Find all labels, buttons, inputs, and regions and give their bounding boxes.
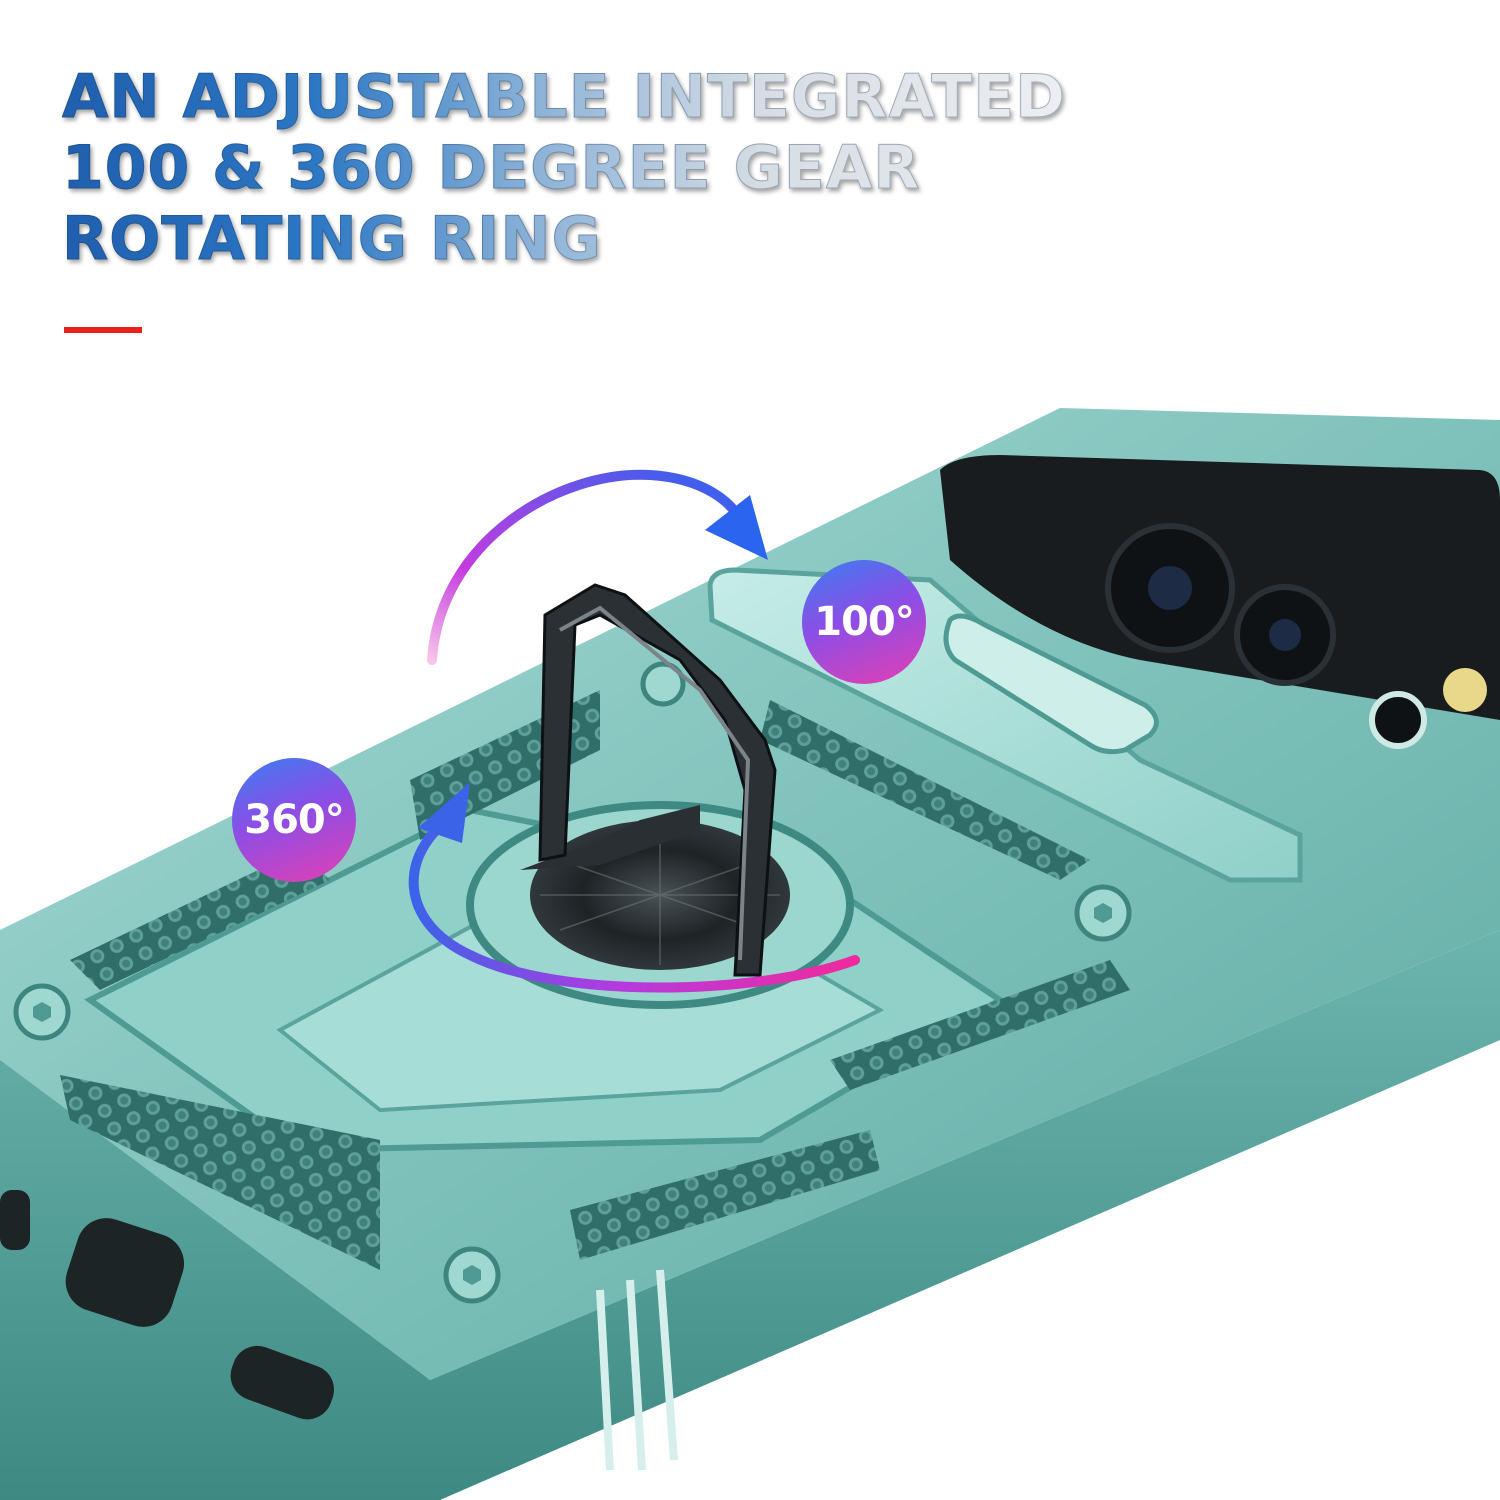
rotation-360-badge: 360° bbox=[232, 758, 356, 882]
headline-line-1: AN ADJUSTABLE INTEGRATED bbox=[62, 62, 1066, 133]
headline-line-2: 100 & 360 DEGREE GEAR bbox=[62, 133, 1066, 204]
headline: AN ADJUSTABLE INTEGRATED 100 & 360 DEGRE… bbox=[62, 62, 1066, 275]
phone-case-illustration bbox=[0, 408, 1500, 1500]
accent-rule bbox=[64, 327, 142, 333]
headline-line-3: ROTATING RING bbox=[62, 204, 1066, 275]
rotation-100-badge: 100° bbox=[802, 560, 926, 684]
